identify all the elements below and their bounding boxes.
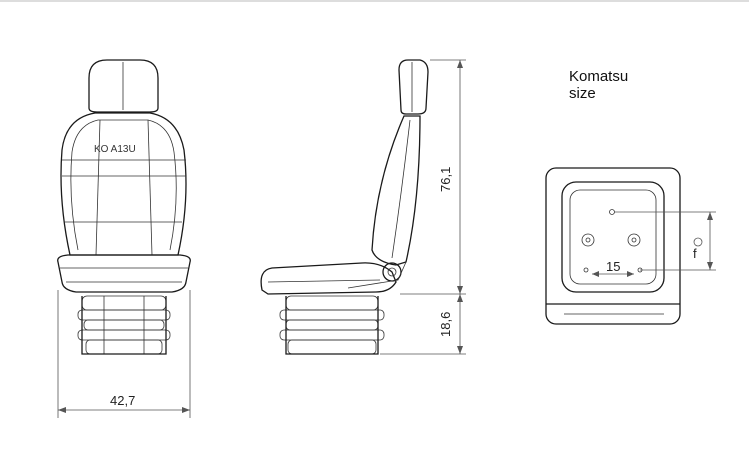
front-view: KO A13U: [57, 59, 191, 355]
caption-line-2: size: [569, 85, 596, 102]
seat-logo: KO A13U: [94, 144, 136, 155]
side-view: [260, 59, 429, 355]
height-dimensions: 76,1 18,6: [380, 59, 466, 355]
width-dimension: 42,7: [57, 290, 191, 418]
width-label: 42,7: [110, 393, 135, 408]
height-upper-label: 76,1: [438, 167, 453, 192]
caption: Komatsu size: [569, 68, 628, 102]
slot-label: f: [693, 246, 697, 261]
bottom-view: 15 f: [545, 167, 716, 325]
caption-line-1: Komatsu: [569, 68, 629, 85]
height-lower-label: 18,6: [438, 312, 453, 337]
mount-spacing-label: 15: [606, 259, 620, 274]
